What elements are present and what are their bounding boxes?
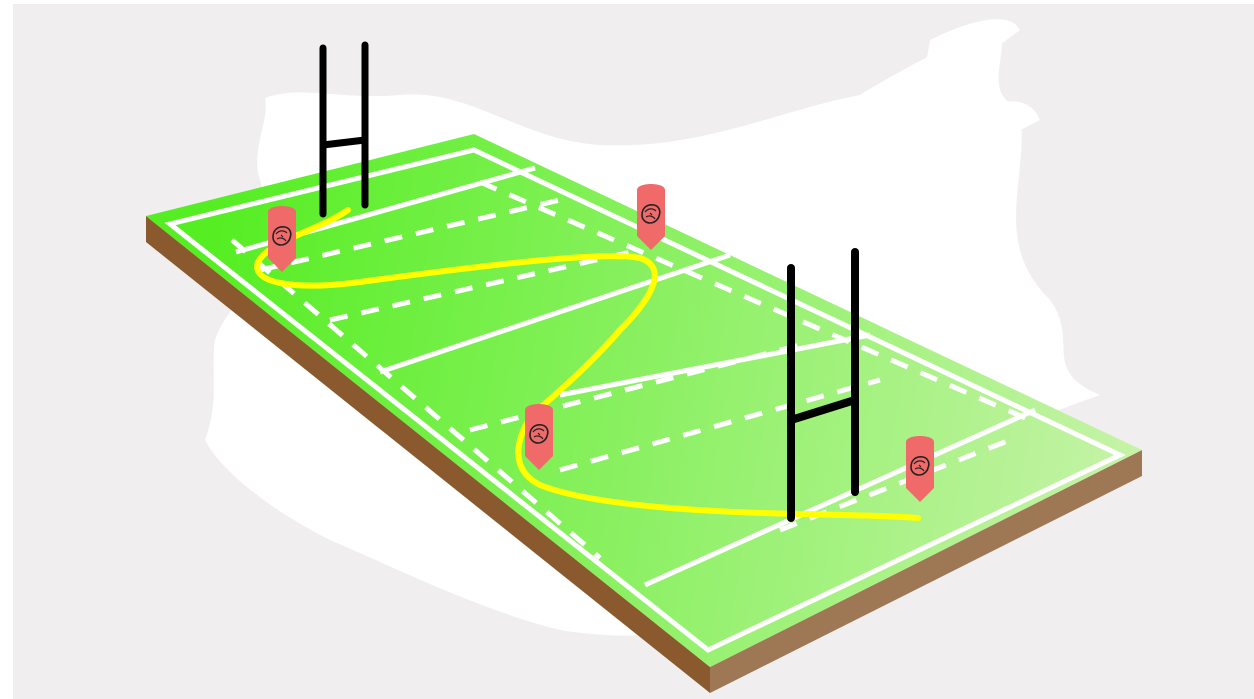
halfway-line: [379, 252, 731, 375]
location-pin-icon: [268, 206, 296, 272]
field-boundary: [164, 147, 1126, 653]
goal-posts-icon: [319, 41, 369, 218]
brush-streak: [920, 19, 1020, 101]
dashed-line: [559, 377, 881, 473]
dashed-line: [469, 342, 801, 433]
route-path: [254, 207, 921, 521]
location-pin-icon: [525, 404, 553, 470]
location-pin-icon: [637, 184, 665, 250]
field-lines: [164, 147, 1126, 653]
dashed-line: [259, 197, 561, 273]
field-edge-side: [710, 450, 1142, 693]
brush-streak: [950, 101, 1040, 170]
try-line: [643, 407, 1037, 588]
field-surface: [146, 134, 1142, 667]
field-edge-front: [146, 216, 710, 693]
dashed-line: [329, 247, 641, 323]
location-pin-icon: [906, 436, 934, 502]
ten-metre-line: [559, 332, 871, 398]
goal-posts-icon: [787, 248, 859, 522]
dashed-line: [479, 179, 1031, 423]
dashed-line: [230, 238, 602, 560]
